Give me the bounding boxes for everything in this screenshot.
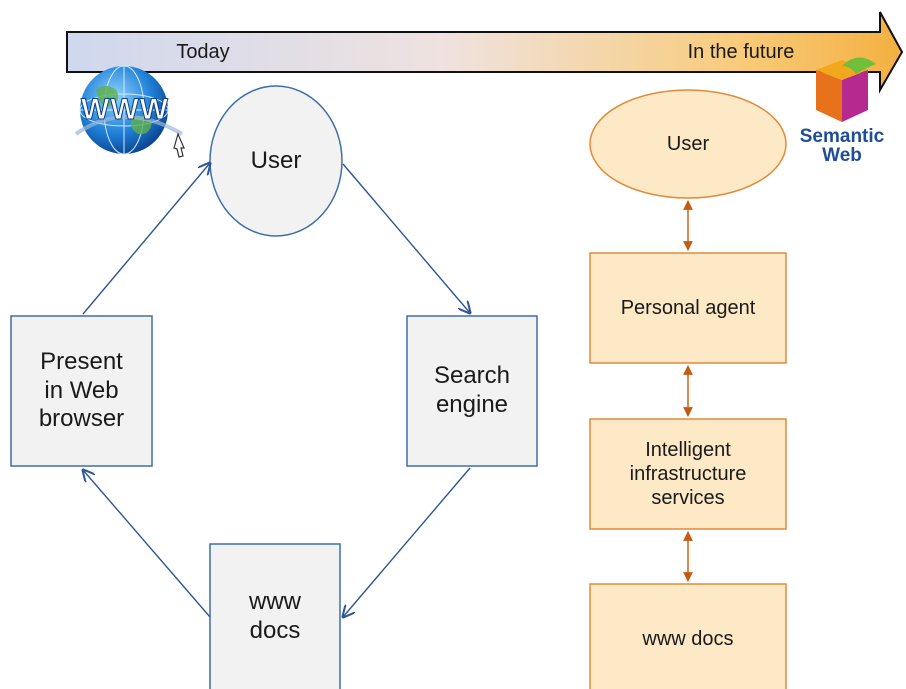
- present-browser-node: [10, 315, 153, 467]
- left-www-docs-node: [209, 543, 341, 689]
- search-engine-node: [406, 315, 538, 467]
- semantic-cube-icon: [816, 57, 876, 122]
- personal-agent-label: Personal agent: [620, 297, 756, 319]
- left-www-docs-label: www docs: [249, 588, 301, 644]
- intelligent-services-label: Intelligent infrastructure services: [629, 439, 747, 509]
- present-browser-label: Present in Web browser: [38, 347, 125, 433]
- timeline-future-label: In the future: [687, 41, 795, 63]
- personal-agent-node: [589, 252, 787, 364]
- left-user-label: User: [250, 146, 302, 174]
- intelligent-services-node: [589, 418, 787, 530]
- right-user-node: [589, 89, 787, 199]
- right-www-docs-node: [589, 583, 787, 689]
- timeline-today-label: Today: [176, 41, 230, 63]
- www-globe-icon: WWW: [66, 60, 186, 170]
- arrow-docs-to-present: [83, 470, 211, 618]
- right-user-label: User: [666, 133, 710, 155]
- semantic-web-text: Semantic Web: [799, 126, 885, 166]
- semantic-web-logo: Semantic Web: [790, 54, 900, 174]
- arrow-user-to-search: [342, 163, 470, 313]
- arrow-present-to-user: [82, 163, 210, 315]
- right-www-docs-label: www docs: [642, 628, 734, 650]
- www-logo-text: WWW: [81, 93, 169, 127]
- search-engine-label: Search engine: [433, 362, 511, 418]
- arrow-search-to-docs: [343, 467, 471, 617]
